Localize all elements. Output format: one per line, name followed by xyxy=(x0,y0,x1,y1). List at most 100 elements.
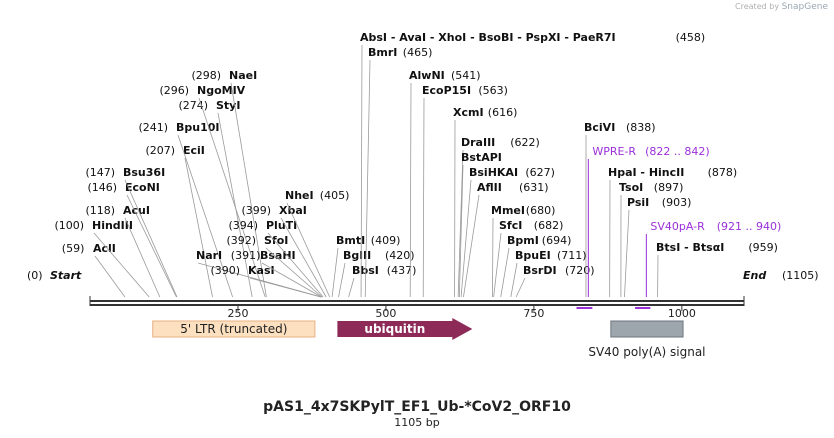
primer-range-sv40pa-r: (921 .. 940) xyxy=(717,220,782,233)
site-leader-pluti xyxy=(267,232,324,298)
site-label-styi: StyI xyxy=(216,99,240,112)
site-position-styi: (274) xyxy=(179,99,209,112)
site-position-bmri: (465) xyxy=(403,46,433,59)
site-label-acui: AcuI xyxy=(123,204,150,217)
feature-label-5-ltr-truncated: 5' LTR (truncated) xyxy=(180,322,287,336)
site-leader-ecii xyxy=(184,157,213,298)
site-label-bsu36i: Bsu36I xyxy=(123,166,165,179)
feature-5-ltr-truncated xyxy=(152,320,316,338)
site-leader-alwni xyxy=(409,82,412,298)
site-label-alwni: AlwNI xyxy=(409,69,445,82)
backbone-bottom xyxy=(90,304,744,306)
site-label-acli: AclI xyxy=(93,242,116,255)
site-position-psii: (903) xyxy=(662,196,692,209)
site-label-nhei: NheI xyxy=(285,189,314,202)
primer-label-wpre-r: WPRE-R xyxy=(592,145,636,158)
site-label-hindiii: HindIII xyxy=(92,219,133,232)
site-position-bsu36i: (147) xyxy=(86,166,116,179)
site-leader-bmri xyxy=(364,59,371,298)
site-label-bpmi: BpmI xyxy=(507,234,539,247)
end-position: (1105) xyxy=(782,269,819,282)
site-position-naei: (298) xyxy=(192,69,222,82)
site-label-kasi: KasI xyxy=(248,264,275,277)
site-leader-psii xyxy=(624,209,630,298)
end-label: End xyxy=(743,269,766,282)
site-position-econi: (146) xyxy=(88,181,118,194)
site-label-bsihkai: BsiHKAI xyxy=(469,166,518,179)
site-position-sfoi: (392) xyxy=(227,234,257,247)
site-position-hpai-hincii: (878) xyxy=(708,166,738,179)
feature-sv40-poly-a-signal xyxy=(610,320,684,338)
site-label-xbai: XbaI xyxy=(279,204,307,217)
site-leader-sfoi xyxy=(265,247,323,298)
site-position-bsrdi: (720) xyxy=(565,264,595,277)
site-position-alwni: (541) xyxy=(451,69,481,82)
site-label-psii: PsiI xyxy=(627,196,649,209)
site-position-sfci: (682) xyxy=(534,219,564,232)
site-leader-bmti xyxy=(331,247,339,298)
site-leader-bstapi xyxy=(458,164,464,298)
site-label-naei: NaeI xyxy=(229,69,257,82)
site-label-sfci: SfcI xyxy=(499,219,522,232)
site-label-bpuei: BpuEI xyxy=(515,249,551,262)
site-position-acli: (59) xyxy=(62,242,85,255)
site-label-xcmi: XcmI xyxy=(453,106,484,119)
feature-ubiquitin xyxy=(337,318,473,340)
site-position-ngomiv: (296) xyxy=(160,84,190,97)
site-leader-acli xyxy=(94,255,126,298)
site-position-ecii: (207) xyxy=(146,144,176,157)
site-leader-bsahi xyxy=(261,262,322,298)
site-leader-bpuei xyxy=(510,262,518,298)
linear-plasmid-map: AclI(59)HindIII(100)AcuI(118)EcoNI(146)B… xyxy=(27,31,819,359)
site-label-tsoi: TsoI xyxy=(619,181,643,194)
site-leader-xbai xyxy=(280,217,327,298)
site-position-nhei: (405) xyxy=(320,189,350,202)
tick-label-250: 250 xyxy=(227,307,248,320)
site-label-draiii: DraIII xyxy=(461,136,495,149)
feature-label-sv40-poly-a-signal: SV40 poly(A) signal xyxy=(588,345,705,359)
site-label-hpai-hincii: HpaI - HincII xyxy=(608,166,684,179)
site-label-nari: NarI xyxy=(196,249,222,262)
credit: Created by SnapGene xyxy=(735,2,828,12)
site-leader-naei xyxy=(230,82,267,298)
primer-range-wpre-r: (822 .. 842) xyxy=(645,145,710,158)
plasmid-length: 1105 bp xyxy=(394,416,440,429)
site-position-absi-avai-xhoi-bsobi-pspxi-paer7i: (458) xyxy=(676,31,706,44)
site-position-tsoi: (897) xyxy=(654,181,684,194)
site-label-btsi-bts-i: BtsI - BtsαI xyxy=(656,241,724,254)
site-label-bmri: BmrI xyxy=(368,46,397,59)
start-label: Start xyxy=(50,269,82,282)
site-leader-aflii xyxy=(463,194,480,298)
site-leader-absi-avai-xhoi-bsobi-pspxi-paer7i xyxy=(360,44,363,298)
snapgene-logo: SnapGene xyxy=(781,2,828,12)
site-leader-acui xyxy=(124,217,161,298)
backbone-top xyxy=(90,300,744,302)
site-label-ngomiv: NgoMIV xyxy=(197,84,246,97)
site-leader-nhei xyxy=(286,202,331,298)
site-label-econi: EcoNI xyxy=(125,181,160,194)
site-position-mmei: (680) xyxy=(526,204,556,217)
site-position-bbsi: (437) xyxy=(387,264,417,277)
feature-label-ubiquitin: ubiquitin xyxy=(364,322,425,336)
site-label-bglii: BglII xyxy=(343,249,371,262)
site-position-bmti: (409) xyxy=(371,234,401,247)
tick-label-750: 750 xyxy=(523,307,544,320)
site-leader-mmei xyxy=(492,217,494,298)
site-position-bpu10i: (241) xyxy=(139,121,169,134)
site-leader-bsrdi xyxy=(515,277,526,298)
site-label-aflii: AflII xyxy=(477,181,502,194)
site-position-hindiii: (100) xyxy=(55,219,85,232)
site-position-xcmi: (616) xyxy=(488,106,518,119)
site-leader-sfci xyxy=(493,232,502,298)
site-leader-bpmi xyxy=(500,247,510,298)
tick-label-1000: 1000 xyxy=(668,307,696,320)
site-label-sfoi: SfoI xyxy=(264,234,288,247)
site-position-aflii: (631) xyxy=(519,181,549,194)
primer-label-sv40pa-r: SV40pA-R xyxy=(650,220,705,233)
site-leader-kasi xyxy=(249,277,321,298)
site-position-kasi: (390) xyxy=(211,264,241,277)
site-position-ecop15i: (563) xyxy=(478,84,508,97)
site-position-xbai: (399) xyxy=(242,204,272,217)
credit-prefix: Created by xyxy=(735,2,780,11)
site-leader-hindiii xyxy=(93,232,150,298)
